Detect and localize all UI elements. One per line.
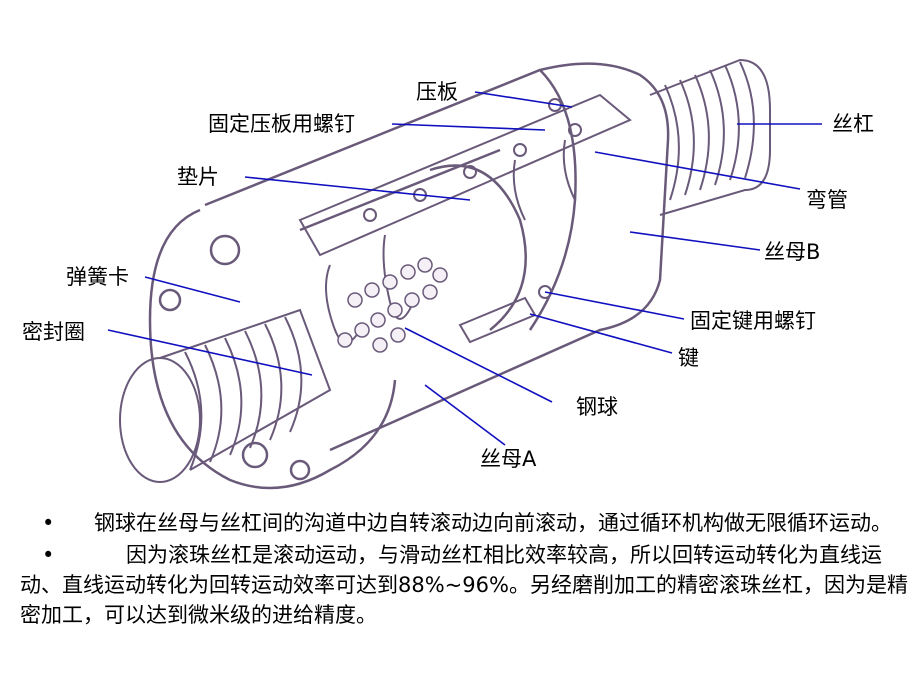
leader-key-screw [544,291,685,320]
label-steel-ball: 钢球 [576,395,618,419]
ball-screw-diagram [107,58,822,490]
label-return-tube: 弯管 [806,188,848,212]
leader-seal-ring [107,329,313,376]
bullet-item: • 钢球在丝母与丝杠间的沟道中边自转滚动边向前滚动，通过循环机构做无限循环运动。 [20,508,910,538]
leader-pressure-plate [474,91,573,108]
nut-flange-left [148,208,397,490]
bullet-marker: • [42,543,55,567]
label-seal-ring: 密封圈 [22,320,85,344]
leader-shim [244,176,471,201]
leader-nut-b [629,231,761,251]
label-nut-b: 丝母B [764,240,821,264]
leader-plate-screw [391,123,546,131]
screw-shaft-right [649,58,771,216]
bullet-marker: • [42,511,55,535]
label-key-screw: 固定键用螺钉 [690,309,816,333]
label-nut-a: 丝母A [480,447,537,471]
bullet-list: • 钢球在丝母与丝杠间的沟道中边自转滚动边向前滚动，通过循环机构做无限循环运动。… [20,508,910,630]
bullet-item: • 因为滚珠丝杠是滚动运动，与滑动丝杠相比效率较高，所以回转运动转化为直线运动、… [20,540,910,630]
screw-shaft-left [119,308,332,483]
leader-nut-a [424,384,506,446]
label-spring-clip: 弹簧卡 [66,265,129,289]
label-pressure-plate: 压板 [416,80,458,104]
leader-key [529,313,673,354]
leader-return-tube [594,151,801,190]
label-shim: 垫片 [177,165,219,189]
label-plate-screw: 固定压板用螺钉 [208,112,355,136]
bullet-text: 钢球在丝母与丝杠间的沟道中边自转滚动边向前滚动，通过循环机构做无限循环运动。 [94,511,892,535]
leader-steel-ball [404,327,553,403]
leader-spring-clip [144,276,241,303]
bullet-text: 因为滚珠丝杠是滚动运动，与滑动丝杠相比效率较高，所以回转运动转化为直线运动、直线… [20,543,908,627]
label-screw-shaft: 丝杠 [832,112,874,136]
label-key: 键 [678,346,699,370]
leader-lines [107,91,822,446]
steel-balls [337,257,448,353]
